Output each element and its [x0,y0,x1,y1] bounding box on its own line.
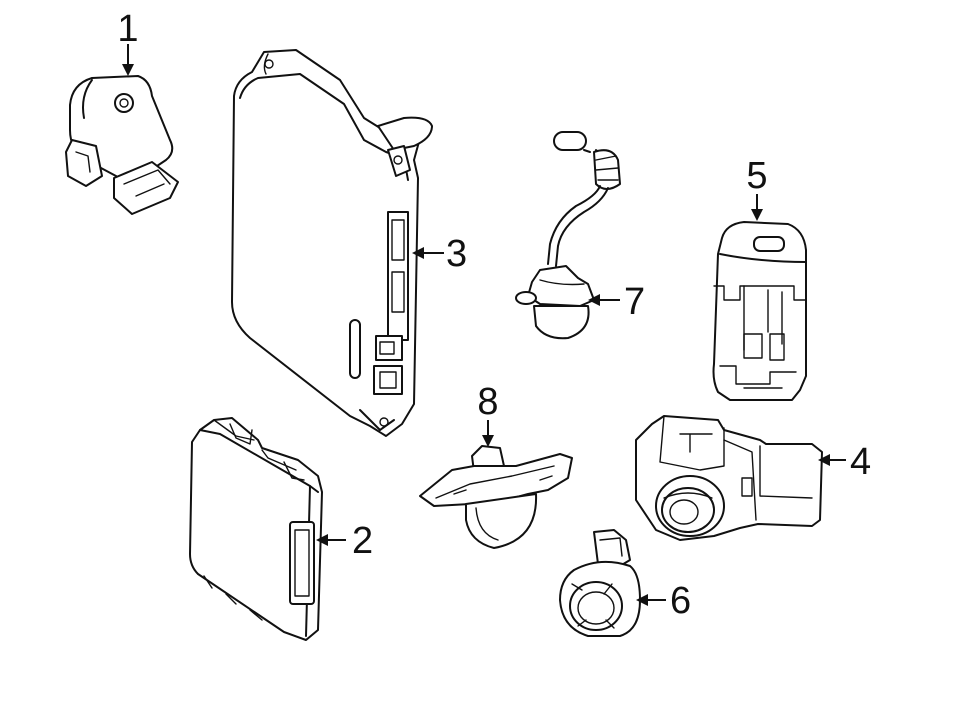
callout-1: 1 [117,8,138,50]
part-5-bracket [712,221,807,401]
callout-arrows [122,44,846,606]
callout-6: 6 [670,580,691,622]
callout-4: 4 [850,441,871,483]
callout-2: 2 [352,520,373,562]
part-7-camera [515,131,621,340]
part-6-ring [559,529,641,637]
part-2-module [189,417,323,641]
part-3-control-module [231,49,433,437]
part-8-camera-mount [419,445,573,549]
callout-5: 5 [746,155,767,197]
callout-7: 7 [624,281,645,323]
part-4-parking-sensor [635,415,823,541]
part-1-sensor [65,75,179,215]
callout-8: 8 [477,381,498,423]
callout-3: 3 [446,233,467,275]
